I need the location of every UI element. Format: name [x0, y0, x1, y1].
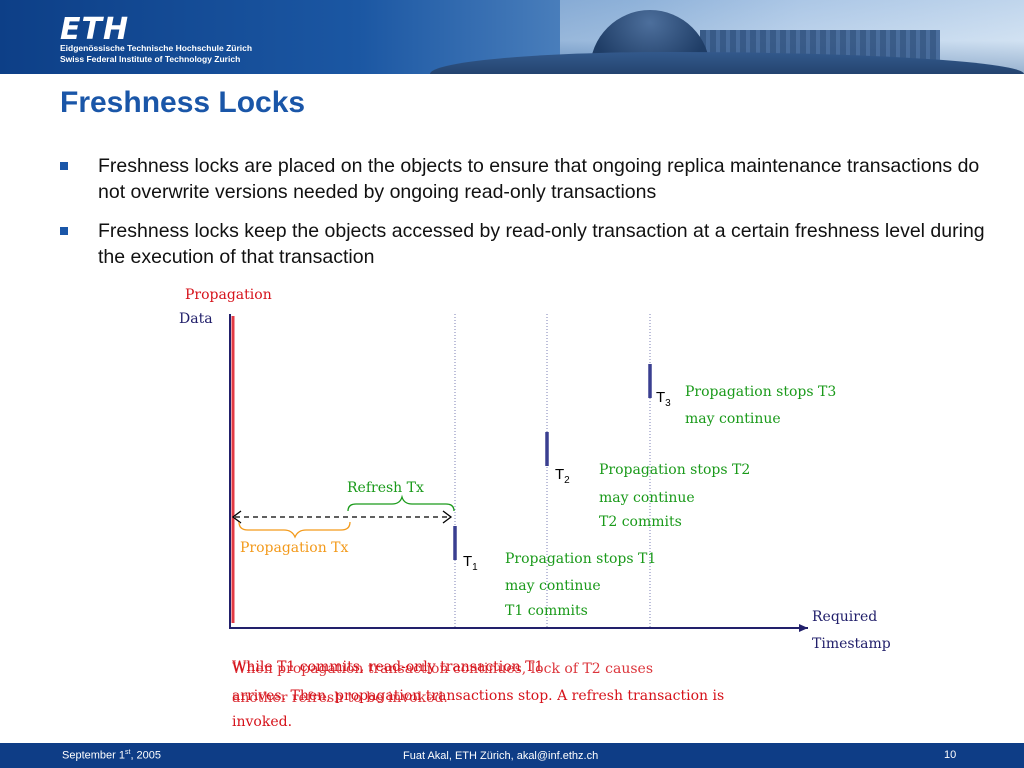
x-axis-label-bottom: Timestamp	[812, 636, 891, 652]
y-axis-label-top: Propagation	[185, 287, 272, 303]
arrowhead-left-icon	[231, 510, 242, 524]
propagation-brace	[238, 521, 351, 539]
t1-note-line1: Propagation stops T1	[505, 551, 657, 567]
eth-subtitle-en: Swiss Federal Institute of Technology Zu…	[60, 54, 241, 64]
overlay-line1: When propagation transaction continues, …	[232, 661, 653, 677]
eth-subtitle-de: Eidgenössische Technische Hochschule Zür…	[60, 43, 253, 53]
bullet-text: Freshness locks keep the objects accesse…	[98, 220, 985, 268]
t3-note-line2: may continue	[685, 411, 781, 427]
t1-note-line3: T1 commits	[505, 603, 588, 619]
bullet-text: Freshness locks are placed on the object…	[98, 155, 980, 203]
overlay-line2: another refresh to be invoked.	[232, 690, 448, 706]
refresh-brace	[347, 494, 455, 512]
caption-line3: invoked.	[232, 714, 293, 730]
footer-page-number: 10	[944, 749, 957, 761]
t3-note-line1: Propagation stops T3	[685, 384, 837, 400]
bullet-square-icon	[60, 227, 68, 235]
footer-bar: September 1st, 2005 Fuat Akal, ETH Züric…	[0, 743, 1024, 768]
propagation-tx-label: Propagation Tx	[240, 540, 349, 556]
caption-line1: While T1 commits, read-only transaction …	[232, 659, 544, 675]
refresh-tx-label: Refresh Tx	[347, 480, 424, 496]
slide-title: Freshness Locks	[60, 86, 306, 119]
y-axis-label-bottom: Data	[179, 311, 213, 327]
t2-note-line2: may continue	[599, 490, 695, 506]
t2-label: T2	[555, 466, 570, 486]
eth-logo: ETH	[60, 12, 130, 47]
bullet-square-icon	[60, 162, 68, 170]
t2-note-line3: T2 commits	[599, 514, 682, 530]
t2-note-line1: Propagation stops T2	[599, 462, 751, 478]
footer-date: September 1st, 2005	[62, 749, 162, 762]
banner-hills-image	[430, 52, 1024, 74]
t3-label: T3	[656, 389, 671, 409]
footer-author: Fuat Akal, ETH Zürich, akal@inf.ethz.ch	[403, 750, 599, 762]
caption-line2: arrives. Then, propagation transactions …	[232, 688, 725, 704]
arrowhead-right-icon	[442, 510, 453, 524]
t1-label: T1	[463, 553, 478, 573]
x-axis-label-top: Required	[812, 609, 878, 625]
header-banner: ETH Eidgenössische Technische Hochschule…	[0, 0, 1024, 74]
t1-note-line2: may continue	[505, 578, 601, 594]
